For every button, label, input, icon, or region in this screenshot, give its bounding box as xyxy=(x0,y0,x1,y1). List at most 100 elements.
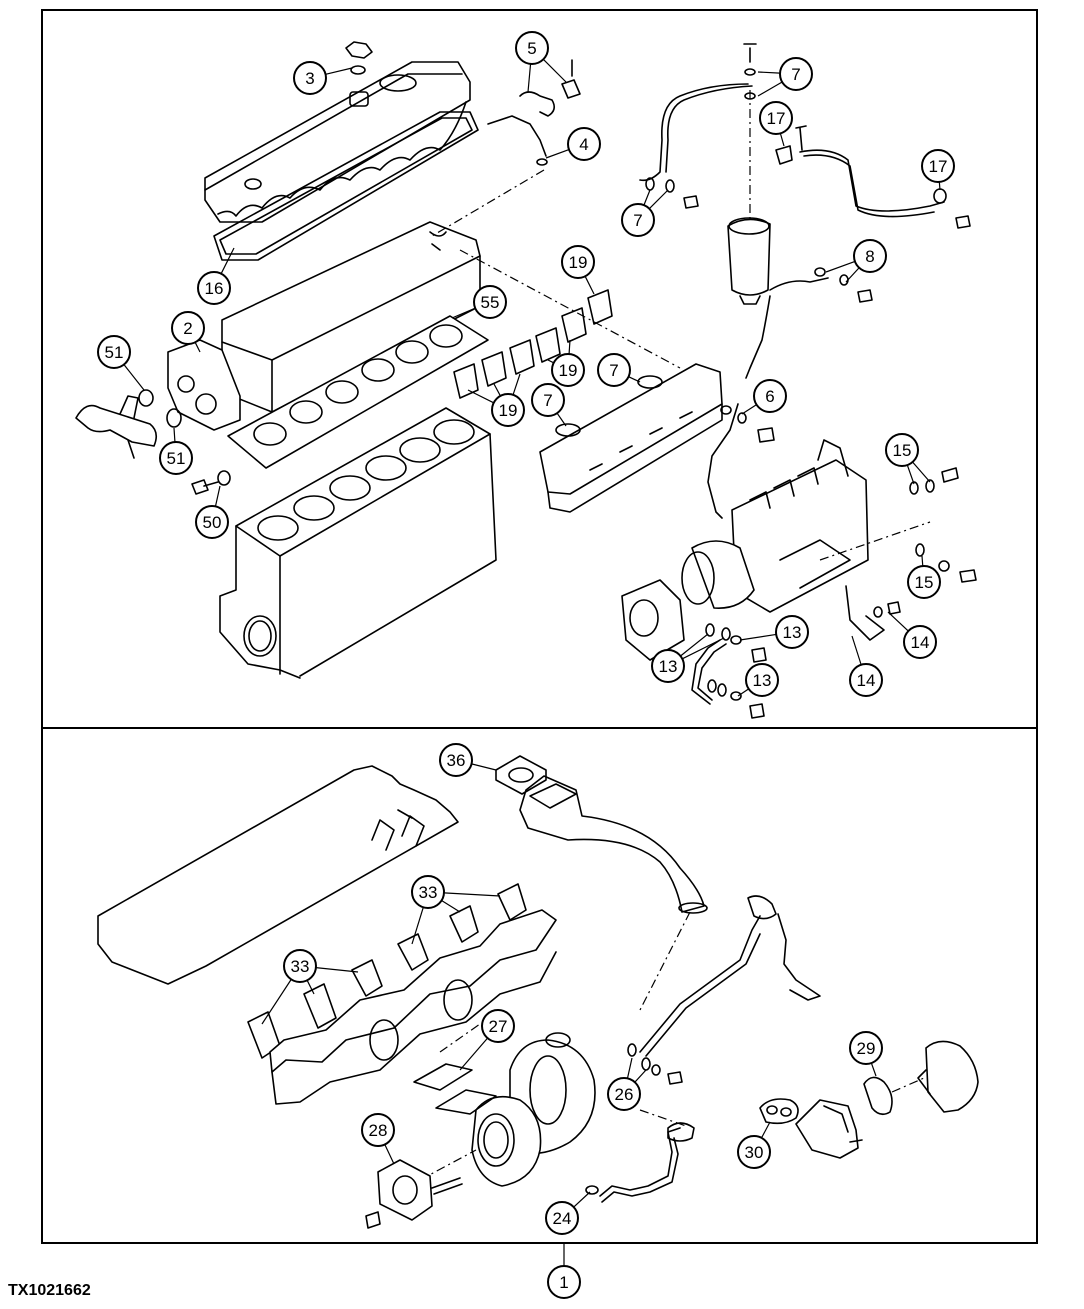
bolt-50 xyxy=(191,470,231,495)
callout-c29: 29 xyxy=(849,1031,883,1077)
callout-number: 13 xyxy=(753,671,772,690)
callout-number: 14 xyxy=(857,671,876,690)
callout-circle xyxy=(651,649,685,683)
callout-leader xyxy=(547,359,554,364)
callout-circle xyxy=(531,383,565,417)
callout-number: 50 xyxy=(203,513,222,532)
rocker-cover-gasket xyxy=(213,111,479,261)
callout-c27: 27 xyxy=(459,1009,515,1071)
callout-leader xyxy=(220,247,235,274)
callout-c19a: 19 xyxy=(561,245,595,295)
callout-number: 33 xyxy=(291,957,310,976)
thermostat-housing xyxy=(167,339,241,431)
callout-circle xyxy=(159,441,193,475)
callout-circle xyxy=(283,949,317,983)
gasket-29 xyxy=(863,1076,893,1116)
callout-leader xyxy=(545,148,570,159)
callout-number: 7 xyxy=(633,211,642,230)
callout-circle xyxy=(97,335,131,369)
turbo-flange-28 xyxy=(365,1159,463,1229)
callout-c17a: 17 xyxy=(759,101,793,147)
callout-leader xyxy=(757,71,781,74)
callout-circle xyxy=(293,61,327,95)
callout-c30: 30 xyxy=(737,1121,771,1169)
callout-leader xyxy=(761,1121,771,1139)
callout-c3: 3 xyxy=(293,61,353,95)
callout-number: 30 xyxy=(745,1143,764,1162)
callout-leader xyxy=(626,1057,633,1079)
callout-number: 27 xyxy=(489,1017,508,1036)
callout-circle xyxy=(775,615,809,649)
callout-number: 55 xyxy=(481,293,500,312)
injector-and-lines xyxy=(487,59,581,166)
callout-number: 7 xyxy=(791,65,800,84)
callout-c17b: 17 xyxy=(921,149,955,191)
callout-leader xyxy=(851,635,862,665)
callout-circle xyxy=(597,353,631,387)
callout-number: 26 xyxy=(615,1085,634,1104)
callout-number: 1 xyxy=(559,1273,568,1292)
callout-c33b: 33 xyxy=(261,949,359,1025)
elbow-gasket-36 xyxy=(495,755,547,795)
callout-circle xyxy=(197,271,231,305)
callout-circle xyxy=(853,239,887,273)
callout-number: 13 xyxy=(659,657,678,676)
callout-leader xyxy=(556,412,567,427)
callout-number: 15 xyxy=(893,441,912,460)
cylinder-head-lower xyxy=(97,765,459,985)
callout-leader xyxy=(573,1191,591,1208)
callout-number: 36 xyxy=(447,751,466,770)
callout-c8: 8 xyxy=(825,239,887,283)
gasket-30 xyxy=(759,1098,799,1125)
callout-leader xyxy=(643,189,651,206)
callout-c1: 1 xyxy=(547,1265,581,1299)
callout-circle xyxy=(481,1009,515,1043)
callout-leader xyxy=(906,464,915,485)
callout-leader xyxy=(493,383,501,397)
lower-panel-frame xyxy=(41,727,1038,1244)
callout-leader xyxy=(325,67,353,75)
callout-number: 24 xyxy=(553,1209,572,1228)
callout-circle xyxy=(607,1077,641,1111)
callout-c15a: 15 xyxy=(885,433,931,485)
callout-circle xyxy=(547,1265,581,1299)
callout-leader xyxy=(451,307,476,319)
callout-circle xyxy=(849,1031,883,1065)
fuel-filter xyxy=(727,43,771,305)
callout-leader xyxy=(757,81,783,97)
callout-number: 4 xyxy=(579,135,588,154)
callout-c19b: 19 xyxy=(467,373,525,427)
callout-circle xyxy=(361,1113,395,1147)
callout-leader xyxy=(214,485,221,507)
callout-number: 19 xyxy=(559,361,578,380)
callout-leader xyxy=(634,1069,647,1083)
callout-circle xyxy=(411,875,445,909)
water-inlet-elbow xyxy=(891,1040,979,1113)
callout-c33a: 33 xyxy=(411,875,501,945)
callout-number: 3 xyxy=(305,69,314,88)
callout-leader xyxy=(471,763,497,771)
o-ring-51-lower xyxy=(166,408,182,428)
callout-circle xyxy=(753,379,787,413)
callout-circle xyxy=(907,565,941,599)
callout-circle xyxy=(779,57,813,91)
callout-number: 5 xyxy=(527,39,536,58)
callout-leader xyxy=(315,967,359,973)
callout-number: 51 xyxy=(167,449,186,468)
callout-leader xyxy=(512,373,521,396)
callout-number: 51 xyxy=(105,343,124,362)
callout-leader xyxy=(568,339,571,355)
callout-leader xyxy=(542,58,567,83)
callout-leader xyxy=(921,555,924,567)
pump-lines-and-fittings xyxy=(691,467,977,719)
callout-number: 8 xyxy=(865,247,874,266)
callout-leader xyxy=(825,260,856,273)
callout-layer: 3547171778161925551197719516155015131413… xyxy=(97,31,955,1299)
callout-c14b: 14 xyxy=(849,635,883,697)
callout-leader xyxy=(123,364,145,391)
callout-circle xyxy=(745,663,779,697)
callout-leader xyxy=(912,461,931,483)
callout-leader xyxy=(173,427,176,443)
callout-circle xyxy=(439,743,473,777)
callout-c16: 16 xyxy=(197,247,235,305)
